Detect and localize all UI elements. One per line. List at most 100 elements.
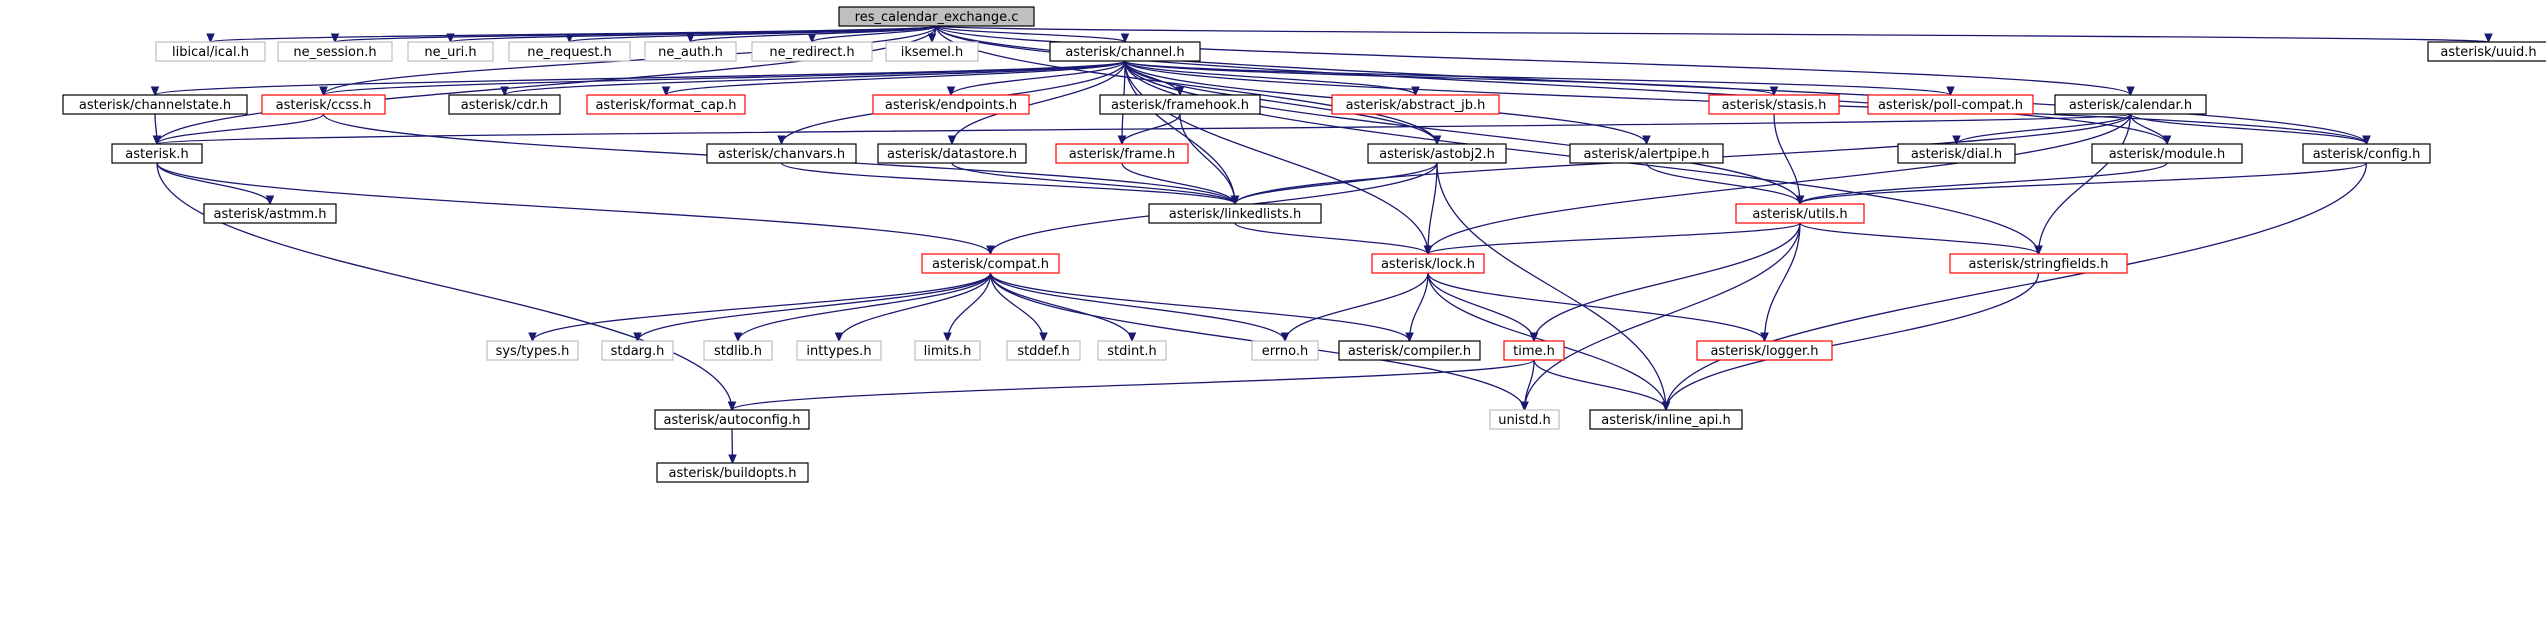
edge-time-to-autoconfig — [727, 359, 1535, 412]
edge-channel-to-datastore — [947, 60, 1126, 146]
nodes-layer: res_calendar_exchange.c libical/ical.h ne_… — [62, 6, 2546, 483]
node-label: asterisk/linkedlists.h — [1169, 207, 1302, 222]
node-label: asterisk/astmm.h — [213, 207, 326, 222]
node-unistd[interactable]: unistd.h — [1489, 409, 1560, 430]
edge-compat-to-stddef — [989, 272, 1048, 343]
node-ne_redirect[interactable]: ne_redirect.h — [751, 41, 873, 62]
node-ical[interactable]: libical/ical.h — [155, 41, 266, 62]
node-label: stddef.h — [1017, 344, 1069, 359]
edge-module-to-utils — [1795, 162, 2168, 206]
node-inline_api[interactable]: asterisk/inline_api.h — [1589, 409, 1743, 430]
node-root[interactable]: res_calendar_exchange.c — [838, 6, 1035, 27]
node-chanvars[interactable]: asterisk/chanvars.h — [706, 143, 857, 164]
node-frame[interactable]: asterisk/frame.h — [1055, 143, 1189, 164]
node-limits[interactable]: limits.h — [914, 340, 981, 361]
node-label: errno.h — [1262, 344, 1309, 359]
edge-calendar-to-lock — [1423, 113, 2132, 256]
node-label: limits.h — [924, 344, 972, 359]
node-dial[interactable]: asterisk/dial.h — [1897, 143, 2016, 164]
node-ne_uri[interactable]: ne_uri.h — [407, 41, 494, 62]
node-label: asterisk/datastore.h — [887, 147, 1017, 162]
node-iksemel[interactable]: iksemel.h — [885, 41, 979, 62]
node-label: asterisk/framehook.h — [1111, 98, 1249, 113]
node-label: asterisk/channel.h — [1065, 45, 1184, 60]
node-cdr[interactable]: asterisk/cdr.h — [448, 94, 561, 115]
edge-channel-to-poll_compat — [1124, 60, 1955, 97]
node-linkedlists[interactable]: asterisk/linkedlists.h — [1148, 203, 1322, 224]
node-buildopts[interactable]: asterisk/buildopts.h — [656, 462, 809, 483]
node-compiler[interactable]: asterisk/compiler.h — [1338, 340, 1481, 361]
node-stringfields[interactable]: asterisk/stringfields.h — [1949, 253, 2128, 274]
node-ccss[interactable]: asterisk/ccss.h — [261, 94, 386, 115]
edge-compat-to-errno — [989, 272, 1290, 343]
edge-utils-to-stringfields — [1799, 222, 2043, 256]
node-label: libical/ical.h — [172, 45, 249, 60]
edge-compat-to-systypes — [528, 272, 992, 343]
edge-root-to-ne_session — [330, 25, 938, 44]
node-astmm[interactable]: asterisk/astmm.h — [203, 203, 337, 224]
node-channelstate[interactable]: asterisk/channelstate.h — [62, 94, 248, 115]
node-module[interactable]: asterisk/module.h — [2091, 143, 2243, 164]
node-uuid[interactable]: asterisk/uuid.h — [2427, 41, 2546, 62]
node-label: asterisk/alertpipe.h — [1584, 147, 1710, 162]
node-compat[interactable]: asterisk/compat.h — [921, 253, 1060, 274]
node-logger[interactable]: asterisk/logger.h — [1696, 340, 1833, 361]
node-label: stdint.h — [1107, 344, 1156, 359]
node-endpoints[interactable]: asterisk/endpoints.h — [872, 94, 1030, 115]
node-calendar[interactable]: asterisk/calendar.h — [2054, 94, 2207, 115]
node-lock[interactable]: asterisk/lock.h — [1371, 253, 1485, 274]
node-stddef[interactable]: stddef.h — [1006, 340, 1081, 361]
node-stdint[interactable]: stdint.h — [1097, 340, 1167, 361]
node-channel[interactable]: asterisk/channel.h — [1049, 41, 1201, 62]
node-poll_compat[interactable]: asterisk/poll-compat.h — [1867, 94, 2034, 115]
node-inttypes[interactable]: inttypes.h — [796, 340, 882, 361]
edge-calendar-to-config — [2129, 113, 2371, 146]
edge-root-to-channel — [935, 25, 1130, 44]
node-label: asterisk/channelstate.h — [79, 98, 231, 113]
edge-astobj2-to-inline_api — [1436, 162, 1671, 412]
node-ne_auth[interactable]: ne_auth.h — [644, 41, 737, 62]
edge-calendar-to-asterisk — [152, 113, 2132, 146]
node-label: asterisk/stasis.h — [1722, 98, 1827, 113]
node-label: asterisk/uuid.h — [2440, 45, 2536, 60]
node-label: ne_session.h — [293, 45, 376, 60]
edge-asterisk-to-astmm — [156, 162, 275, 206]
node-ne_request[interactable]: ne_request.h — [508, 41, 631, 62]
edge-channel-to-endpoints — [946, 60, 1126, 97]
node-label: ne_request.h — [527, 45, 612, 60]
edge-compat-to-stdint — [989, 272, 1137, 343]
edge-datastore-to-linkedlists — [951, 162, 1240, 206]
node-ne_session[interactable]: ne_session.h — [277, 41, 393, 62]
edge-lock-to-logger — [1427, 272, 1769, 343]
node-framehook[interactable]: asterisk/framehook.h — [1099, 94, 1261, 115]
edge-chanvars-to-linkedlists — [780, 162, 1240, 206]
node-label: asterisk/lock.h — [1381, 257, 1475, 272]
node-stasis[interactable]: asterisk/stasis.h — [1708, 94, 1840, 115]
node-label: asterisk/poll-compat.h — [1878, 98, 2023, 113]
node-stdlib[interactable]: stdlib.h — [703, 340, 773, 361]
node-label: asterisk/compat.h — [932, 257, 1049, 272]
node-config[interactable]: asterisk/config.h — [2302, 143, 2431, 164]
edge-time-to-inline_api — [1533, 359, 1671, 412]
node-label: asterisk/autoconfig.h — [664, 413, 801, 428]
node-time[interactable]: time.h — [1503, 340, 1565, 361]
node-autoconfig[interactable]: asterisk/autoconfig.h — [654, 409, 810, 430]
edge-time-to-unistd — [1520, 359, 1535, 412]
node-format_cap[interactable]: asterisk/format_cap.h — [586, 94, 746, 115]
node-label: sys/types.h — [496, 344, 570, 359]
node-label: stdlib.h — [714, 344, 762, 359]
node-abstract_jb[interactable]: asterisk/abstract_jb.h — [1331, 94, 1500, 115]
node-utils[interactable]: asterisk/utils.h — [1735, 203, 1865, 224]
node-alertpipe[interactable]: asterisk/alertpipe.h — [1569, 143, 1724, 164]
node-label: time.h — [1513, 344, 1555, 359]
node-label: res_calendar_exchange.c — [855, 10, 1019, 25]
node-label: asterisk.h — [125, 147, 188, 162]
node-datastore[interactable]: asterisk/datastore.h — [877, 143, 1027, 164]
node-systypes[interactable]: sys/types.h — [486, 340, 579, 361]
node-astobj2[interactable]: asterisk/astobj2.h — [1367, 143, 1507, 164]
edge-compat-to-limits — [943, 272, 992, 343]
node-asterisk[interactable]: asterisk.h — [111, 143, 203, 164]
node-errno[interactable]: errno.h — [1251, 340, 1319, 361]
node-stdarg[interactable]: stdarg.h — [601, 340, 674, 361]
